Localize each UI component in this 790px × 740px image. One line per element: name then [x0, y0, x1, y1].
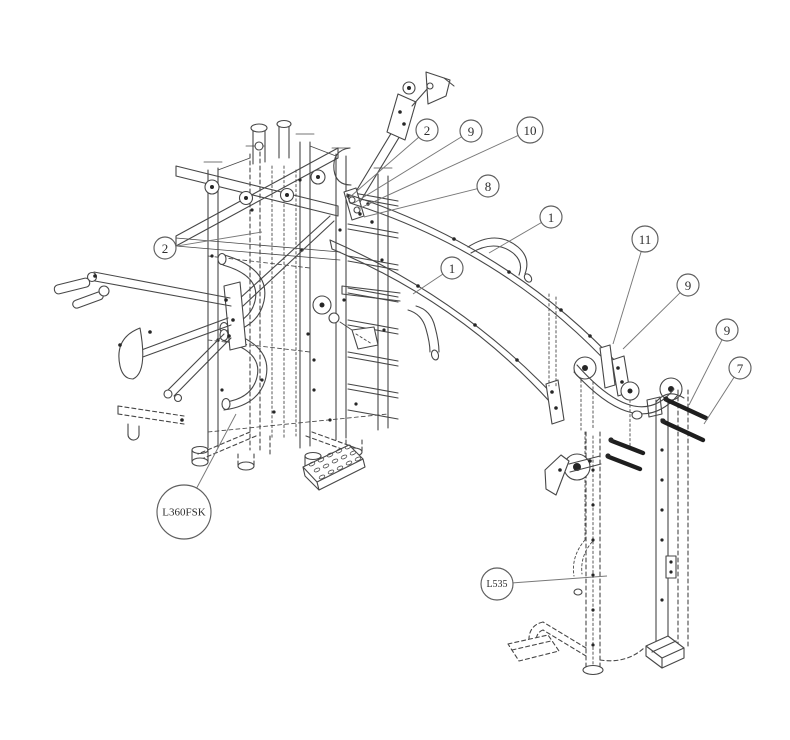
- callout-9-mid-leader: [622, 292, 681, 350]
- callout-10: 10: [357, 116, 544, 210]
- callout-1-upper-circle: [539, 205, 563, 229]
- callout-1-lower: 1: [412, 256, 464, 295]
- label-l535: L535: [480, 567, 608, 601]
- label-l360fsk-circle: [156, 484, 212, 540]
- callout-1-lower-text: 1: [449, 261, 456, 276]
- callout-11-text: 11: [639, 232, 652, 247]
- callout-2-top: 2: [349, 118, 439, 198]
- callout-10-text: 10: [524, 123, 537, 138]
- callout-1-upper-text: 1: [548, 210, 555, 225]
- callout-9-top-text: 9: [468, 124, 475, 139]
- label-l535-leader: [512, 575, 608, 584]
- callout-11: 11: [612, 225, 659, 345]
- callout-9-right: 9: [688, 318, 739, 406]
- callout-10-leader: [357, 134, 519, 210]
- callout-2-left: 2: [153, 231, 263, 260]
- callout-2-left-leader: [175, 231, 263, 247]
- callout-8-circle: [476, 174, 500, 198]
- callout-9-mid: 9: [622, 273, 700, 350]
- callout-10-circle: [516, 116, 544, 144]
- callout-7-leader: [703, 376, 735, 425]
- callout-9-right-circle: [715, 318, 739, 342]
- callout-1-lower-leader: [412, 273, 444, 295]
- press-arm-assembly: [53, 215, 335, 441]
- label-l360fsk-leader: [196, 413, 237, 489]
- label-l535-circle: [480, 567, 514, 601]
- cable-crossover-frame: [507, 344, 709, 676]
- callout-11-circle: [631, 225, 659, 253]
- callout-2-left-circle: [153, 236, 177, 260]
- callout-8-text: 8: [485, 179, 492, 194]
- label-l360fsk: L360FSK: [156, 413, 237, 540]
- callout-9-top-circle: [459, 119, 483, 143]
- callout-9-right-text: 9: [724, 323, 731, 338]
- callout-11-leader: [612, 251, 642, 345]
- callout-7-circle: [728, 356, 752, 380]
- callout-2-top-circle: [415, 118, 439, 142]
- callout-1-lower-circle: [440, 256, 464, 280]
- callout-7: 7: [703, 356, 752, 425]
- label-l535-text: L535: [486, 579, 507, 590]
- callout-9-top: 9: [353, 119, 483, 204]
- callout-9-mid-text: 9: [685, 278, 692, 293]
- callout-8-leader: [363, 188, 478, 218]
- callout-2-left-text: 2: [162, 241, 169, 256]
- lat-pulldown-arm: [333, 71, 455, 224]
- main-tower: [175, 119, 399, 491]
- callout-8: 8: [363, 174, 500, 218]
- callout-1-upper: 1: [488, 205, 563, 254]
- callout-7-text: 7: [737, 361, 744, 376]
- callout-9-right-leader: [688, 339, 723, 406]
- callout-2-top-text: 2: [424, 123, 431, 138]
- callout-9-top-leader: [353, 136, 462, 204]
- callout-2-top-leader: [349, 136, 420, 198]
- label-l360fsk-text: L360FSK: [162, 507, 205, 519]
- callout-9-mid-circle: [676, 273, 700, 297]
- callout-1-upper-leader: [488, 222, 542, 254]
